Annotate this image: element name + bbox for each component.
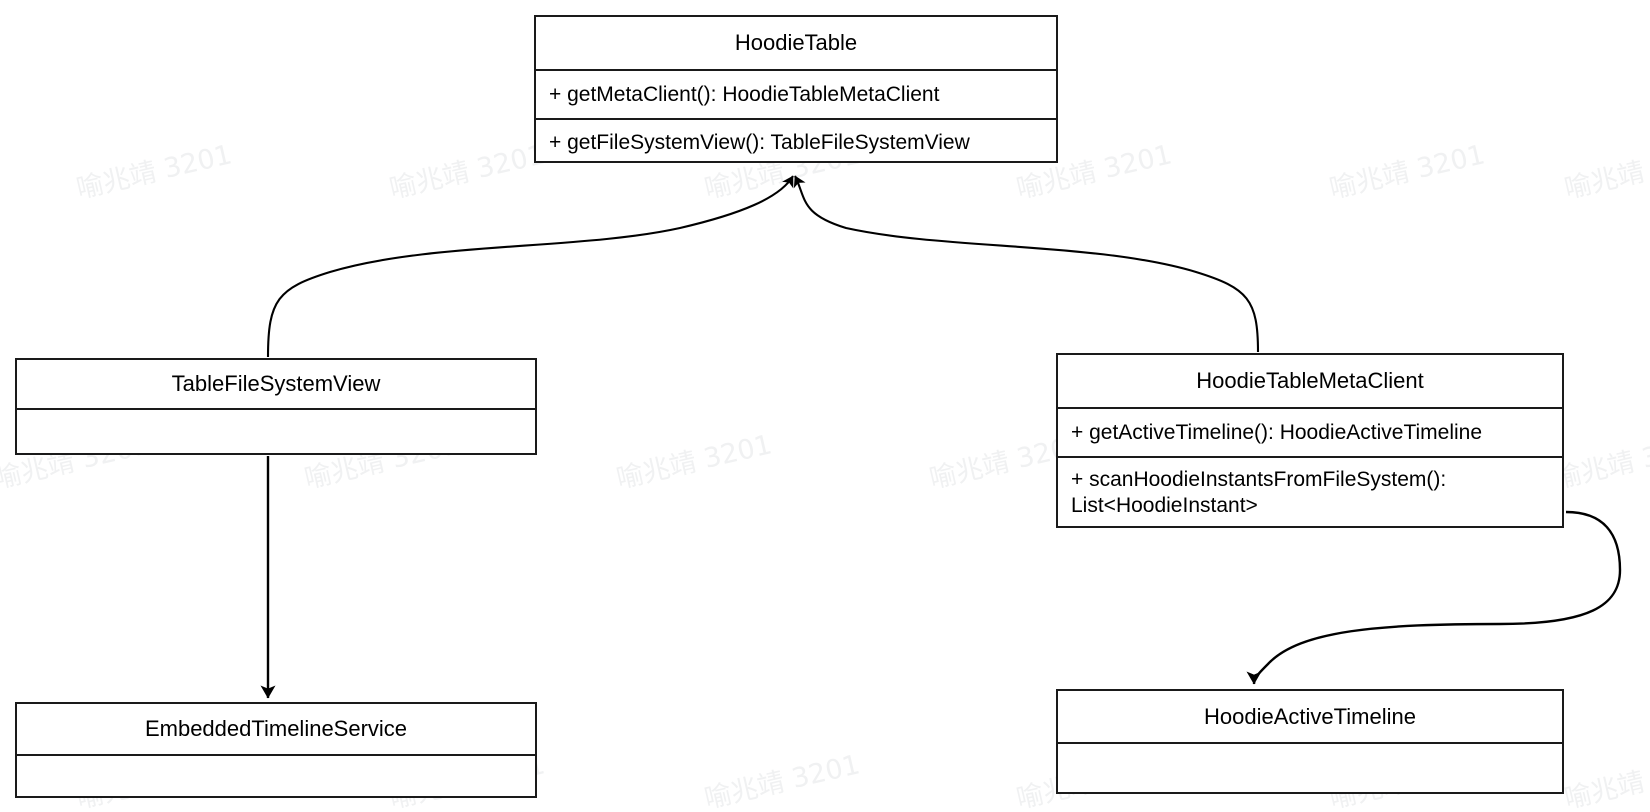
edge-metaclient-to-hoodietable: [793, 175, 1260, 353]
watermark-text: 喻兆靖 3201: [1551, 429, 1650, 496]
class-members-embedded-timeline-service: [17, 754, 535, 796]
class-member-row: + getActiveTimeline(): HoodieActiveTimel…: [1071, 420, 1483, 444]
edge-tablefilesystemview-to-hoodietable: [266, 175, 794, 358]
class-members-hoodie-table: + getMetaClient(): HoodieTableMetaClient…: [536, 69, 1056, 161]
class-member-row: [17, 410, 535, 457]
class-title-hoodie-active-timeline: HoodieActiveTimeline: [1204, 703, 1416, 729]
edge-metaclient-to-activetimeline: [1246, 510, 1622, 685]
class-title-hoodie-table-meta-client: HoodieTableMetaClient: [1196, 368, 1424, 393]
class-title-hoodie-table: HoodieTable: [734, 30, 858, 55]
class-member-row: + scanHoodieInstantsFromFileSystem(): Li…: [1058, 456, 1562, 528]
class-title-embedded-timeline-service: EmbeddedTimelineService: [144, 716, 408, 741]
class-member-row: + getMetaClient(): HoodieTableMetaClient: [549, 82, 940, 106]
watermark-text: 喻兆靖 3201: [701, 749, 863, 812]
class-members-table-file-system-view: [17, 408, 535, 453]
watermark-text: 喻兆靖 3201: [1561, 139, 1650, 206]
class-members-hoodie-table-meta-client: + getActiveTimeline(): HoodieActiveTimel…: [1058, 407, 1562, 526]
class-members-hoodie-active-timeline: [1058, 742, 1562, 792]
watermark-text: 喻兆靖 3201: [1561, 749, 1650, 812]
watermark-text: 喻兆靖 3201: [73, 139, 235, 206]
uml-class-hoodie-active-timeline[interactable]: HoodieActiveTimeline: [1056, 689, 1564, 794]
uml-class-table-file-system-view[interactable]: TableFileSystemView: [15, 358, 537, 455]
uml-class-embedded-timeline-service[interactable]: EmbeddedTimelineService: [15, 702, 537, 798]
watermark-text: 喻兆靖 3201: [613, 429, 775, 496]
class-title-table-file-system-view: TableFileSystemView: [171, 371, 381, 396]
class-member-row: + getFileSystemView(): TableFileSystemVi…: [536, 118, 1056, 165]
class-member-row: [1058, 744, 1562, 796]
uml-class-hoodie-table[interactable]: HoodieTable + getMetaClient(): HoodieTabl…: [534, 15, 1058, 163]
class-member-row: [17, 756, 535, 800]
watermark-text: 喻兆靖 3201: [1326, 139, 1488, 206]
watermark-text: 喻兆靖 3201: [386, 139, 548, 206]
uml-class-hoodie-table-meta-client[interactable]: HoodieTableMetaClient + getActiveTimeline…: [1056, 353, 1564, 528]
